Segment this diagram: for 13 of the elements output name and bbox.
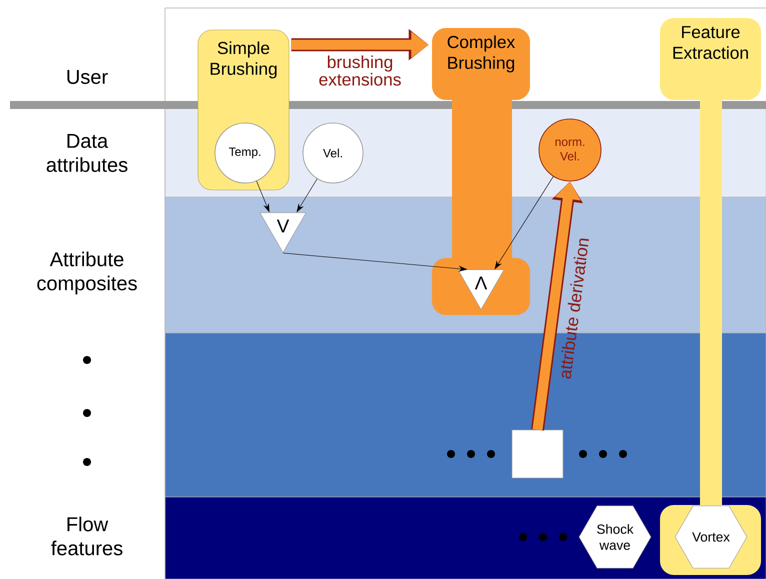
arrow <box>296 178 318 212</box>
layer-label: Data attributes <box>46 134 128 172</box>
layer-label: Flow features <box>51 516 122 556</box>
empty-square <box>512 430 564 478</box>
layer-label: Attribute composites <box>37 252 137 294</box>
node-label: Complex Brushing <box>448 35 516 72</box>
arrow <box>494 176 554 270</box>
feature-hexagon: Shock wave <box>578 506 652 568</box>
edge-label: brushing extensions <box>319 55 401 86</box>
node-label: Feature Extraction <box>673 26 748 59</box>
feature-hexagon: Vortex <box>674 506 748 568</box>
edge-label: attribute derivation <box>560 238 589 379</box>
layer-label: User <box>67 70 108 84</box>
